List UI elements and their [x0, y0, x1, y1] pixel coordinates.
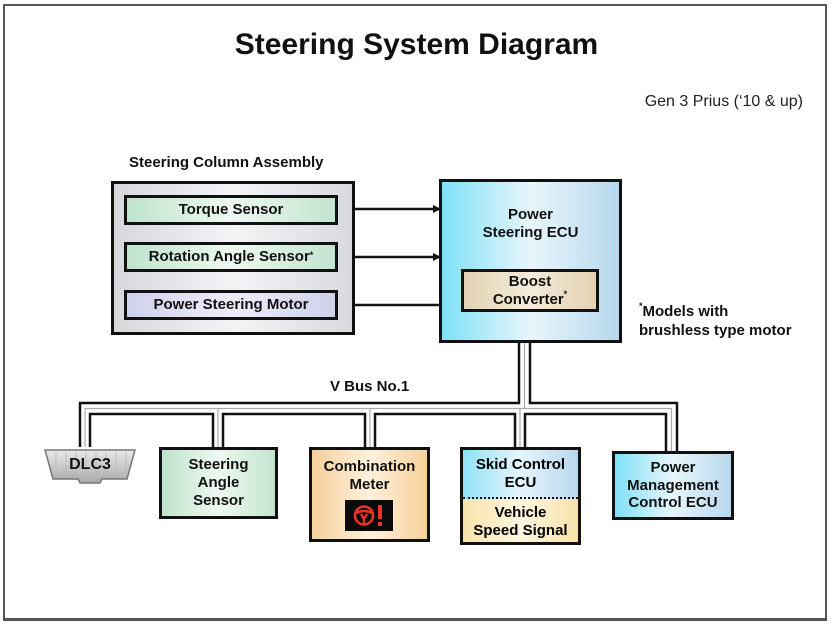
dlc3-connector-icon [44, 449, 136, 484]
pm-line2: Management [627, 476, 719, 494]
skid-control-ecu-box: Skid Control ECU Vehicle Speed Signal [460, 447, 581, 545]
skid-line1: Skid Control [475, 455, 566, 473]
sas-line3: Sensor [193, 491, 244, 509]
vehicle-speed-signal-section: Vehicle Speed Signal [463, 499, 578, 542]
power-steering-warning-icon [345, 500, 393, 531]
pm-line1: Power [650, 458, 696, 476]
power-steering-motor-label: Power Steering Motor [153, 296, 309, 314]
boost-label-line2: Converter [492, 290, 564, 308]
steering-angle-sensor-box: Steering Angle Sensor [159, 447, 278, 519]
sas-line2: Angle [197, 474, 240, 492]
steering-column-heading: Steering Column Assembly [129, 154, 324, 171]
meter-line1: Combination [323, 458, 416, 475]
speed-line1: Vehicle [494, 504, 547, 522]
power-management-ecu-box: Power Management Control ECU [612, 451, 734, 520]
boost-label-line1: Boost [508, 272, 552, 290]
skid-control-ecu-section: Skid Control ECU [463, 450, 578, 499]
power-steering-ecu-box: Power Steering ECU [439, 179, 622, 343]
sas-line1: Steering [188, 456, 249, 474]
meter-line2: Meter [349, 475, 390, 493]
v-bus-lines [78, 342, 679, 452]
skid-line2: ECU [504, 473, 537, 491]
rotation-angle-sensor-box: Rotation Angle Sensor* [124, 242, 338, 272]
footnote-marker: * [639, 301, 643, 311]
torque-sensor-box: Torque Sensor [124, 195, 338, 225]
ecu-label-line2: Steering ECU [482, 223, 579, 241]
footnote-line1: Models with [642, 303, 729, 320]
ecu-label-line1: Power [507, 206, 553, 223]
footnote-marker: * [309, 249, 314, 260]
boost-converter-box: Boost Converter* [461, 269, 599, 312]
pm-line3: Control ECU [628, 494, 718, 512]
footnote-marker: * [563, 288, 568, 299]
v-bus-label: V Bus No.1 [330, 378, 410, 395]
rotation-angle-sensor-label: Rotation Angle Sensor [148, 248, 310, 266]
dlc3-label: DLC3 [69, 456, 111, 473]
speed-line2: Speed Signal [473, 522, 568, 539]
power-steering-motor-box: Power Steering Motor [124, 290, 338, 320]
footnote: *Models with brushless type motor [639, 301, 792, 341]
diagram-title: Steering System Diagram [234, 28, 599, 61]
vehicle-subtitle: Gen 3 Prius (‘10 & up) [644, 93, 803, 110]
torque-sensor-label: Torque Sensor [178, 201, 284, 219]
footnote-line2: brushless type motor [639, 321, 792, 339]
